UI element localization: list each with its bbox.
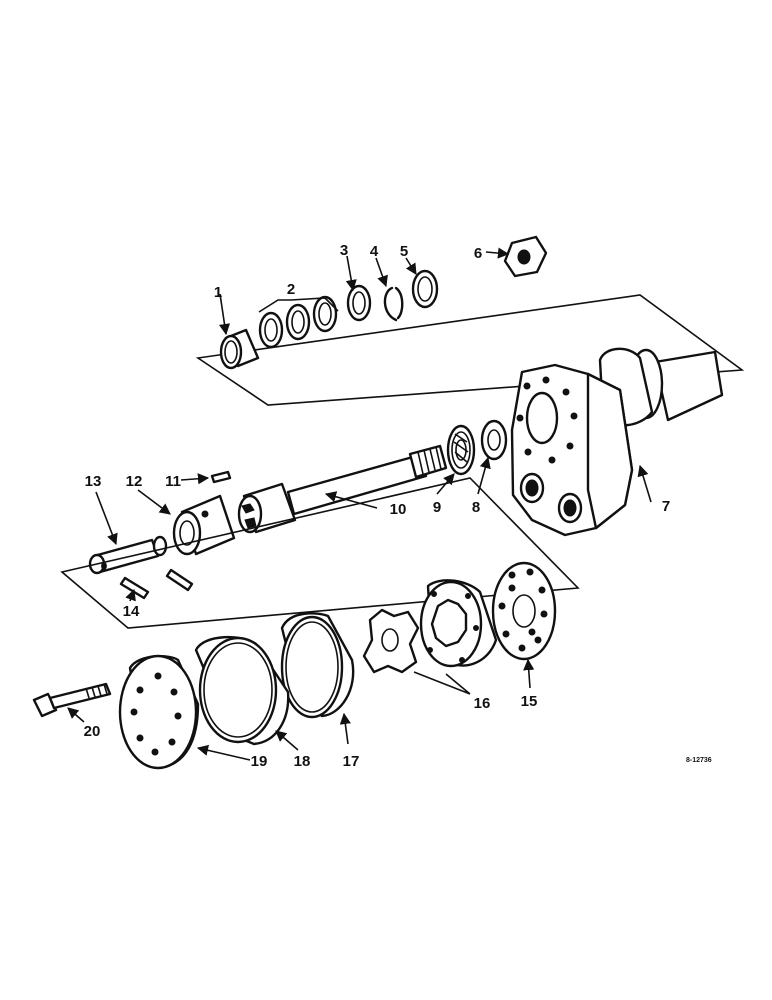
part-6-hex-nut [503,235,548,278]
part-9-thrust-bearing [446,424,476,476]
callout-11: 11 [165,473,181,490]
part-12-coupling [172,494,236,556]
part-7-housing [510,347,724,537]
callout-20: 20 [84,723,101,740]
part-4-snap-ring [383,286,404,322]
callout-4: 4 [370,243,379,260]
part-17-ring [280,612,355,719]
callout-14: 14 [123,603,140,620]
part-2-seals [258,295,338,349]
callout-5: 5 [400,243,408,260]
part-19-end-cap [118,654,200,770]
lower-group-plate [60,477,580,629]
callout-3: 3 [340,242,348,259]
callout-12: 12 [126,473,143,490]
part-20-bolt [32,682,112,718]
callout-17: 17 [343,753,360,770]
figure-id: 8-12736 [686,757,712,764]
callout-2: 2 [287,281,295,298]
leader-lines [67,247,652,761]
callout-10: 10 [390,501,407,518]
callout-15: 15 [521,693,538,710]
callout-9: 9 [433,499,441,516]
part-11-pin [210,470,232,484]
upper-group-plate [195,294,745,406]
part-1-bearing [219,328,260,370]
callout-19: 19 [251,753,268,770]
part-14-roll-pins [119,568,194,600]
part-18-ring [194,635,290,746]
callout-8: 8 [472,499,480,516]
part-13-pin [88,535,168,575]
part-10-shaft [237,444,448,534]
callout-7: 7 [662,498,670,515]
callout-18: 18 [294,753,311,770]
callout-13: 13 [85,473,102,490]
part-15-plate [491,561,557,661]
callout-16: 16 [474,695,491,712]
part-5-ring [411,269,439,309]
part-3-washer [346,284,372,322]
callout-1: 1 [214,284,222,301]
callout-6: 6 [474,245,482,262]
part-16-gerotor-set [362,579,498,674]
part-8-washer [480,419,508,461]
